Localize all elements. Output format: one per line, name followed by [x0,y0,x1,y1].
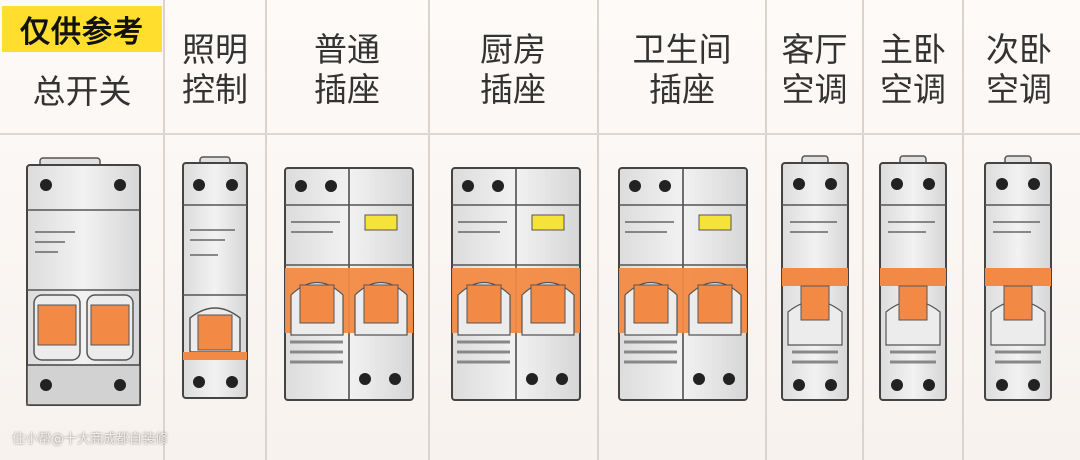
header-separator [0,133,1080,135]
label-main-switch: 总开关 [12,72,152,112]
label-line: 控制 [182,70,248,109]
label-line: 厨房 [480,30,546,69]
label-line: 照明 [182,30,248,69]
label-living-ac: 客厅 空调 [767,30,862,110]
label-general-socket: 普通 插座 [267,30,427,110]
label-second-bedroom-ac: 次卧 空调 [964,30,1074,110]
lighting-breaker [182,156,248,399]
main-switch-breaker [26,157,141,406]
label-line: 主卧 [880,30,946,69]
column-divider [962,0,964,460]
master-bedroom-ac-breaker [879,155,947,401]
column-divider [265,0,267,460]
label-line: 普通 [314,30,380,69]
label-line: 总开关 [32,72,132,111]
label-line: 客厅 [781,30,848,69]
column-divider [862,0,864,460]
column-divider [597,0,599,460]
label-lighting: 照明 控制 [166,30,264,110]
general-socket-rcbo [284,167,414,401]
kitchen-socket-rcbo [451,167,581,401]
label-line: 插座 [649,70,715,109]
label-line: 插座 [480,70,546,109]
column-divider [163,0,165,460]
label-line: 空调 [880,70,946,109]
label-line: 次卧 [986,30,1052,69]
living-room-ac-breaker [781,155,849,401]
bathroom-socket-rcbo [618,167,748,401]
reference-only-badge: 仅供参考 [2,6,162,52]
label-kitchen-socket: 厨房 插座 [430,30,596,110]
watermark: 住小帮@十大商成都自装修 [12,432,169,447]
label-master-bedroom-ac: 主卧 空调 [864,30,962,110]
label-line: 插座 [314,70,380,109]
label-line: 卫生间 [632,30,732,69]
column-divider [765,0,767,460]
second-bedroom-ac-breaker [984,155,1052,401]
label-line: 空调 [986,70,1052,109]
column-divider [428,0,430,460]
label-line: 空调 [781,70,848,109]
label-bathroom-socket: 卫生间 插座 [599,30,765,110]
